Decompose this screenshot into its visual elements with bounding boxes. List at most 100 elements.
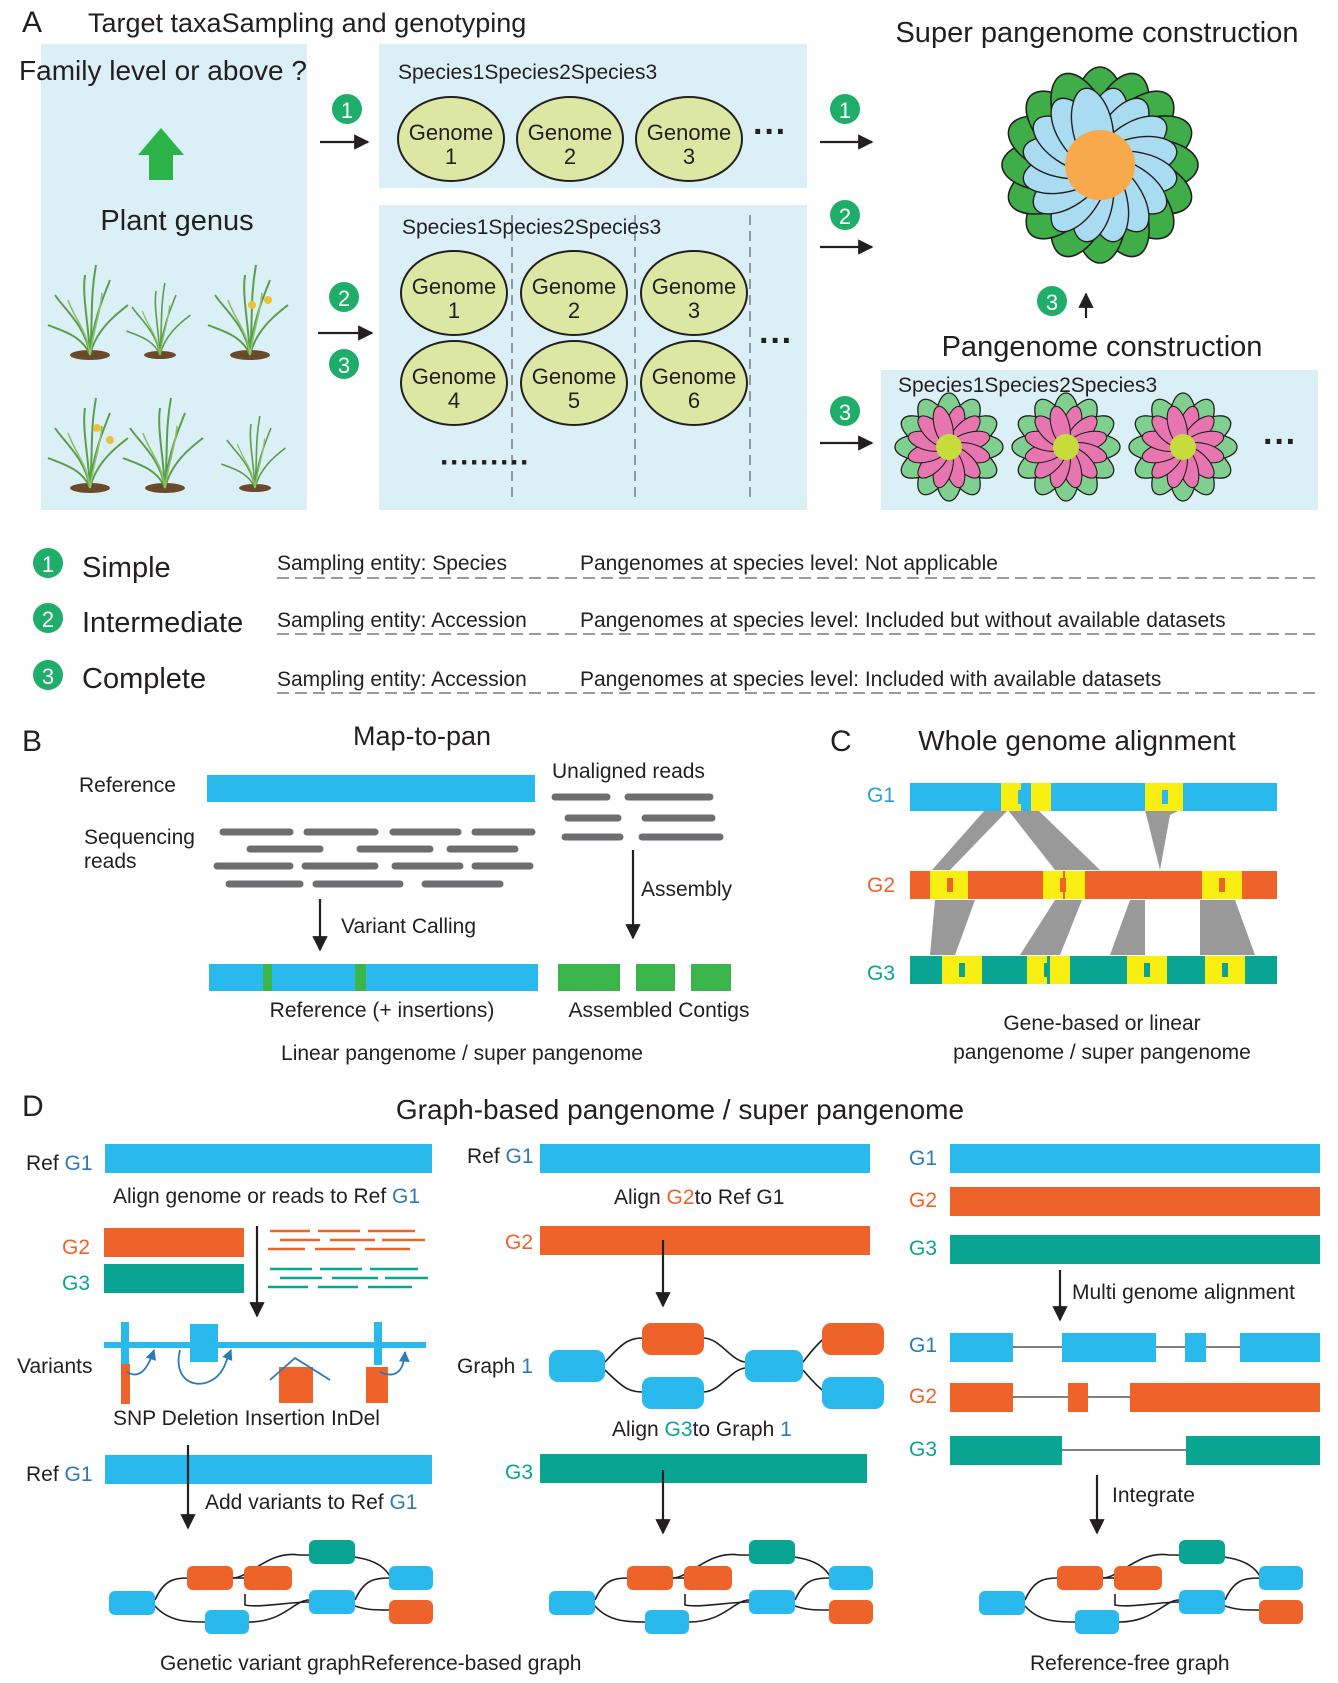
dotted-row: ········· [440, 446, 530, 479]
graph-node [1259, 1566, 1303, 1590]
col3-g2-label: G2 [909, 1189, 937, 1212]
svg-text:1: 1 [448, 298, 460, 323]
badge-3-right: 3 [830, 396, 860, 426]
col3-graph [979, 1540, 1303, 1634]
graph-node [627, 1566, 673, 1590]
col1-ref-g1-bar-2 [105, 1455, 432, 1484]
graph-node [745, 1350, 803, 1382]
svg-text:3: 3 [683, 144, 695, 169]
svg-text:Genome: Genome [528, 120, 612, 145]
svg-text:Pangenomes at species level: N: Pangenomes at species level: Not applica… [580, 552, 998, 575]
graph-edge [1224, 1577, 1260, 1601]
svg-text:Pangenomes at species level: I: Pangenomes at species level: Included bu… [580, 609, 1226, 632]
svg-text:Genome: Genome [409, 120, 493, 145]
small-flower-center [1170, 434, 1196, 460]
badge-1-right: 1 [830, 94, 860, 124]
col3-g1-label: G1 [909, 1147, 937, 1170]
panel-b-caption: Linear pangenome / super pangenome [281, 1042, 643, 1065]
genome-bottom-6: Genome 6 [640, 340, 748, 426]
strategy-intermediate: 2 Intermediate Sampling entity: Accessio… [33, 603, 1320, 639]
g3-label: G3 [867, 962, 895, 985]
add-variants-label: Add variants to Ref G1 [205, 1491, 417, 1514]
graph-node [187, 1566, 233, 1590]
gene-block-gap [1018, 790, 1024, 804]
svg-text:Intermediate: Intermediate [82, 607, 243, 639]
graph-edge [604, 1369, 646, 1393]
gene-block-gap [1044, 963, 1050, 977]
integrate-label: Integrate [1112, 1484, 1195, 1507]
svg-text:2: 2 [564, 144, 576, 169]
panel-c: C Whole genome alignment G1 G2 G3 Gene-b… [830, 725, 1277, 1064]
small-flower-center [936, 434, 962, 460]
gene-blocks [930, 783, 1245, 984]
graph-node [1179, 1590, 1225, 1614]
assembly-label: Assembly [641, 878, 733, 901]
species-header-bottom: Species1Species2Species3 [402, 216, 661, 239]
panel-b-letter: B [22, 725, 42, 758]
svg-text:5: 5 [568, 388, 580, 413]
graph-node [244, 1566, 292, 1590]
svg-text:1: 1 [839, 98, 851, 123]
graph-edge [244, 1594, 310, 1607]
gene-block [1127, 956, 1147, 984]
graph-node [205, 1610, 249, 1634]
gene-block [1222, 871, 1242, 899]
unaligned-reads-label: Unaligned reads [552, 760, 705, 783]
svg-text:Genome: Genome [532, 364, 616, 389]
panel-a-letter: A [22, 6, 42, 39]
graph-edge [794, 1605, 830, 1611]
sequencing-reads [213, 828, 536, 888]
gene-block [1205, 956, 1225, 984]
heading-super-pangenome: Super pangenome construction [895, 17, 1298, 49]
plant-icons [47, 264, 289, 494]
svg-text:4: 4 [448, 388, 460, 413]
svg-text:1: 1 [341, 98, 353, 123]
panel-a: A Target taxaSampling and genotyping Sup… [19, 6, 1320, 695]
svg-text:Genome: Genome [647, 120, 731, 145]
flower-center [1065, 130, 1135, 200]
svg-text:Genome: Genome [412, 274, 496, 299]
graph-edge [354, 1577, 390, 1601]
svg-text:G1: G1 [909, 1334, 937, 1357]
insertion-mark-2 [355, 964, 366, 991]
plant-genus-label: Plant genus [100, 205, 253, 237]
graph-node [829, 1566, 873, 1590]
col3-g3-bar [950, 1235, 1320, 1264]
graph-edge [594, 1577, 628, 1601]
svg-text:3: 3 [839, 400, 851, 425]
gene-block [1031, 783, 1051, 811]
graph-node [389, 1600, 433, 1624]
col2-g2-bar [540, 1226, 870, 1255]
panel-c-letter: C [830, 725, 852, 758]
graph-edge [354, 1605, 390, 1611]
graph-node [749, 1590, 795, 1614]
graph-node [549, 1591, 595, 1615]
badge-2-left: 2 [329, 282, 359, 312]
svg-text:Complete: Complete [82, 663, 206, 695]
svg-text:3: 3 [688, 298, 700, 323]
col1-align-label: Align genome or reads to Ref G1 [113, 1185, 420, 1208]
col2-mid-graph [549, 1323, 884, 1409]
graph-node [549, 1350, 605, 1382]
graph-edge [794, 1577, 830, 1601]
graph-edge [688, 1599, 750, 1623]
strategy-legend: 1 Simple Sampling entity: Species Pangen… [33, 548, 1320, 695]
panel-d: D Graph-based pangenome / super pangenom… [17, 1090, 1320, 1675]
reference-bar [207, 775, 535, 802]
graph-edge [604, 1337, 646, 1363]
gene-block [1202, 871, 1222, 899]
col3-g2-bar [950, 1187, 1320, 1216]
svg-text:2: 2 [839, 204, 851, 229]
family-level-label: Family level or above ? [19, 55, 307, 86]
genome-bottom-5: Genome 5 [520, 340, 628, 426]
gene-block-gap [1219, 878, 1225, 892]
svg-text:3: 3 [42, 664, 54, 689]
variant-calling-label: Variant Calling [341, 915, 476, 938]
graph-edge [684, 1594, 750, 1607]
svg-text:G3: G3 [909, 1438, 937, 1461]
species-header-right: Species1Species2Species3 [898, 374, 1157, 397]
genome-bottom-2: Genome 2 [520, 250, 628, 336]
col1-ref-g1-label: Ref G1 [26, 1152, 93, 1175]
ellipsis-right: ··· [1263, 423, 1297, 461]
